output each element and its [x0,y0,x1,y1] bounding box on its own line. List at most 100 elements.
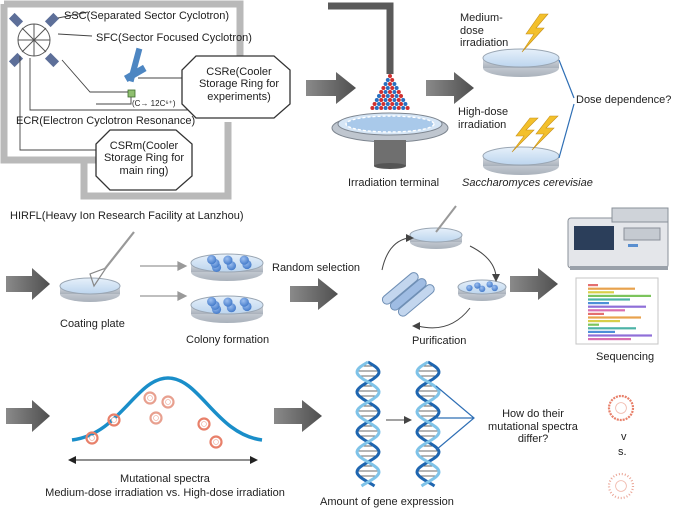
ion-particle [379,90,384,94]
ion-particle [370,106,375,110]
ion-particle [383,90,388,94]
ion-particle [394,94,399,98]
ion-particle [394,86,399,90]
ion-beam [370,74,410,110]
ion-particle [390,86,395,90]
gene-expression-label: Amount of gene expression [320,496,454,508]
facility-label: HIRFL(Heavy Ion Research Facility at Lan… [10,210,244,222]
compare-ring-bottom [607,472,635,500]
arrow-to-dna [274,400,322,432]
compare-ring-top [607,394,635,422]
ion-particle [392,106,397,110]
arrow-to-purification [290,278,338,310]
report-bar [588,312,604,315]
ion-particle [385,86,390,90]
ion-label: (C→ 12C⁶⁺) [132,99,176,108]
spectrum-ring [607,472,635,500]
ion-particle [381,94,386,98]
report-bar [588,294,651,297]
sfc-label: SFC(Sector Focused Cyclotron) [96,32,252,44]
report-bar [588,316,641,319]
ion-particle [374,106,379,110]
ion-particle [388,74,392,78]
sequencer-machine [567,207,669,270]
spectra-question: How do their mutational spectra differ? [488,408,578,446]
report-bar [588,291,614,294]
ion-particle [379,106,384,110]
organism-label: Saccharomyces cerevisiae [462,177,593,189]
spectrum-ring-core [165,399,171,405]
purify-dish-right [457,279,507,301]
ion-particle [379,98,384,102]
ion-particle [383,106,388,110]
ion-particle [401,98,406,102]
report-bar [588,305,646,308]
purification-cycle [381,205,507,330]
colony [474,282,481,289]
ion-particle [392,90,397,94]
spectrum-ring-core [615,480,627,492]
lightning-icon [521,13,549,53]
spectrum-ring-core [111,417,117,423]
ion-particle [374,98,379,102]
report-bar [588,320,620,323]
colony-dish-2 [190,295,264,323]
lightning-icon [531,115,559,151]
vs-v: v [621,431,627,443]
spectrum-ring-core [147,395,153,401]
report-bar [588,338,631,341]
dna-strand [415,360,441,488]
colony [491,284,498,292]
report-bar [588,302,609,305]
ion-particle [385,102,390,106]
report-bar [588,334,652,337]
ion-particle [396,106,401,110]
colony [207,254,217,265]
ssc-cyclotron [8,12,60,68]
spectrum-ring [107,413,121,427]
report-bar [588,284,598,287]
dose-bracket [558,59,575,159]
ecr-source [127,89,136,98]
ion-particle [372,102,377,106]
colony [207,296,217,307]
test-tubes [381,272,435,317]
spectrum-ring [209,435,223,449]
ion-particle [392,82,397,86]
purify-dish-top [409,205,463,249]
colony-label: Colony formation [186,334,270,346]
spectra-label: Mutational spectra [120,473,210,485]
arrow-to-sequencing [510,268,558,300]
colony [239,255,249,265]
ion-particle [405,106,410,110]
spectrum-ring [607,394,635,422]
colony [223,297,233,307]
report-bar [588,298,630,301]
coating-label: Coating plate [60,318,125,330]
lightning-icon [511,117,539,153]
medium-dose-dish [482,48,560,77]
spectrum-ring-core [615,402,627,414]
coating-plate [59,231,135,302]
dna-bracket [435,385,475,451]
colony [486,281,493,288]
report-bar [588,327,636,330]
spectrum-ring [85,431,99,445]
ion-particle [403,102,408,106]
high-dose-label: High-dose irradiation [458,106,509,131]
ion-particle [377,102,381,106]
colony [239,297,249,307]
report-bar [588,330,615,333]
arrow-to-spectra [6,400,50,432]
arrow-to-dishes [426,72,474,104]
ion-particle [401,106,406,110]
dna-arrow [386,416,412,424]
ion-particle [390,78,395,82]
ion-particle [394,102,399,106]
dna-helix-2 [415,360,441,488]
accelerator-schematic [0,0,291,200]
terminal-label: Irradiation terminal [348,177,440,189]
spectra-comparison-label: Medium-dose irradiation vs. High-dose ir… [45,487,285,499]
spectrum-ring [143,391,157,405]
